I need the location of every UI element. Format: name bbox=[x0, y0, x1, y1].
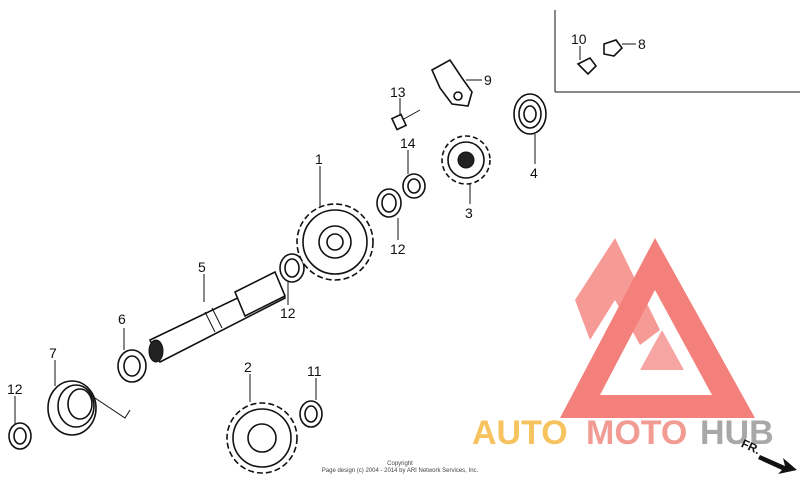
leader-lines bbox=[14, 43, 636, 424]
label-14: 14 bbox=[400, 135, 416, 151]
guide-plate-9[interactable] bbox=[430, 58, 473, 107]
label-2: 2 bbox=[244, 359, 252, 375]
copyright-notice: Copyright Page design (c) 2004 - 2014 by… bbox=[322, 461, 479, 474]
washer-12-left[interactable] bbox=[8, 422, 32, 450]
front-arrow-icon bbox=[758, 455, 797, 474]
label-12-middle: 12 bbox=[280, 305, 296, 321]
ratchet-spring-4[interactable] bbox=[513, 93, 547, 135]
inset-frame bbox=[554, 10, 800, 93]
label-7: 7 bbox=[49, 345, 57, 361]
logo-inner-triangle bbox=[640, 330, 684, 370]
logo-inner-mark bbox=[575, 238, 660, 345]
ratchet-3[interactable] bbox=[441, 135, 491, 185]
label-6: 6 bbox=[118, 311, 126, 327]
label-9: 9 bbox=[484, 72, 492, 88]
bolt-13[interactable] bbox=[390, 109, 421, 131]
clip-14[interactable] bbox=[402, 173, 426, 199]
kick-gear-1[interactable] bbox=[296, 203, 374, 281]
kick-gear-2[interactable] bbox=[226, 402, 298, 474]
washer-12-middle[interactable] bbox=[279, 253, 305, 283]
logo-text-moto: MOTO bbox=[586, 414, 687, 452]
label-5: 5 bbox=[198, 259, 206, 275]
label-1: 1 bbox=[315, 151, 323, 167]
label-12-right: 12 bbox=[390, 241, 406, 257]
watermark-logo: AUTO MOTO HUB bbox=[472, 238, 774, 452]
washer-12-right[interactable] bbox=[376, 188, 402, 218]
plate-10[interactable] bbox=[576, 56, 598, 76]
label-4: 4 bbox=[530, 165, 538, 181]
label-8: 8 bbox=[638, 36, 646, 52]
label-11: 11 bbox=[307, 363, 322, 379]
copyright-line-2: Page design (c) 2004 - 2014 by ARI Netwo… bbox=[322, 468, 479, 474]
kickstarter-shaft-5[interactable] bbox=[148, 270, 287, 364]
logo-text-auto: AUTO bbox=[472, 414, 568, 452]
logo-triangle bbox=[560, 238, 755, 418]
logo-text-hub: HUB bbox=[700, 414, 774, 452]
collar-6[interactable] bbox=[117, 349, 147, 383]
callout-labels: 1 2 3 4 5 6 7 8 9 10 11 12 12 12 13 14 bbox=[7, 31, 646, 397]
label-13: 13 bbox=[390, 84, 406, 100]
washer-11[interactable] bbox=[299, 400, 323, 428]
plate-8[interactable] bbox=[603, 39, 624, 57]
copyright-line-1: Copyright bbox=[387, 461, 413, 467]
label-3: 3 bbox=[465, 205, 473, 221]
label-10: 10 bbox=[571, 31, 587, 47]
label-12-left: 12 bbox=[7, 381, 23, 397]
kick-spring-7[interactable] bbox=[47, 380, 131, 436]
